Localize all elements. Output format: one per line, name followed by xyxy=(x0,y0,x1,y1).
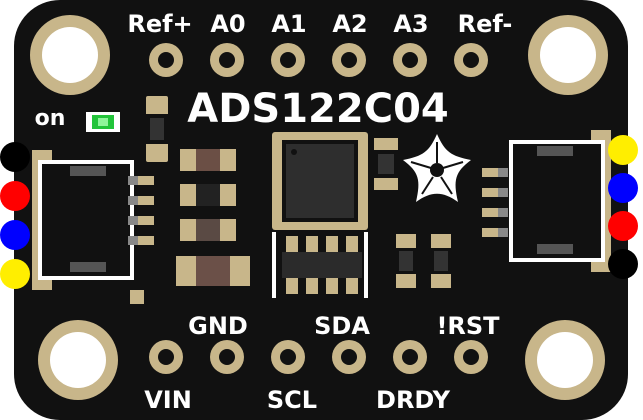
resistor-network xyxy=(272,232,368,298)
left-wires xyxy=(0,142,30,289)
ads122c04-chip xyxy=(272,132,368,230)
pin-pad-scl[interactable] xyxy=(271,340,305,374)
right-wire-1 xyxy=(608,135,638,165)
mounting-hole-bottom-right xyxy=(525,320,605,400)
mounting-hole-top-left xyxy=(30,15,110,95)
bottom-pin-pads xyxy=(149,340,488,374)
mounting-holes xyxy=(30,15,608,400)
resistor-3 xyxy=(180,219,236,241)
right-wire-3 xyxy=(608,211,638,241)
pin-pad-sda[interactable] xyxy=(332,340,366,374)
left-wire-1 xyxy=(0,142,30,172)
top-pin-labels: Ref+ A0 A1 A2 A3 Ref- xyxy=(127,10,512,38)
right-wire-4 xyxy=(608,249,638,279)
pin-label-a3: A3 xyxy=(393,10,428,38)
pin-label-drdy: DRDY xyxy=(376,386,451,414)
capacitor-vertical-left xyxy=(146,96,168,162)
pin-label-a2: A2 xyxy=(332,10,367,38)
pin-label-sda: SDA xyxy=(314,312,370,340)
pin-pad-vin[interactable] xyxy=(149,340,183,374)
left-wire-2 xyxy=(0,181,30,211)
pin-label-vin: VIN xyxy=(144,386,192,414)
right-wires xyxy=(608,135,638,279)
resistor-pair-right xyxy=(396,234,451,288)
pin-pad-ref-plus[interactable] xyxy=(149,43,183,77)
pin-pad-ref-minus[interactable] xyxy=(454,43,488,77)
pin-pad-rst[interactable] xyxy=(454,340,488,374)
right-wire-2 xyxy=(608,173,638,203)
pin-pad-a1[interactable] xyxy=(271,43,305,77)
pin-label-a0: A0 xyxy=(210,10,245,38)
passive-column xyxy=(176,149,250,286)
adafruit-flower-icon xyxy=(403,134,471,202)
resistor-1 xyxy=(180,149,236,171)
pin-label-ref-minus: Ref- xyxy=(458,10,513,38)
resistor-2 xyxy=(180,184,236,206)
left-wire-4 xyxy=(0,259,30,289)
pin-label-rst: !RST xyxy=(436,312,500,340)
top-pin-pads xyxy=(149,43,488,77)
pin-label-scl: SCL xyxy=(267,386,317,414)
pin-pad-a3[interactable] xyxy=(393,43,427,77)
capacitor-large xyxy=(176,256,250,286)
pin-label-gnd: GND xyxy=(188,312,248,340)
power-label: on xyxy=(35,106,66,131)
mounting-hole-top-right xyxy=(528,15,608,95)
left-wire-3 xyxy=(0,220,30,250)
pin-pad-a2[interactable] xyxy=(332,43,366,77)
mounting-hole-bottom-left xyxy=(38,320,118,400)
stemma-connector-right xyxy=(482,130,611,272)
pin-label-a1: A1 xyxy=(271,10,306,38)
pin-pad-drdy[interactable] xyxy=(393,340,427,374)
pin-label-ref-plus: Ref+ xyxy=(127,10,192,38)
stemma-connector-left xyxy=(32,150,154,304)
bottom-pin-labels-lower: VIN SCL DRDY xyxy=(144,386,450,414)
board-title: ADS122C04 xyxy=(187,86,448,132)
pin-pad-gnd[interactable] xyxy=(210,340,244,374)
capacitor-near-chip xyxy=(374,138,398,190)
pin-pad-a0[interactable] xyxy=(210,43,244,77)
bottom-pin-labels-upper: GND SDA !RST xyxy=(188,312,500,340)
power-led xyxy=(86,112,120,132)
